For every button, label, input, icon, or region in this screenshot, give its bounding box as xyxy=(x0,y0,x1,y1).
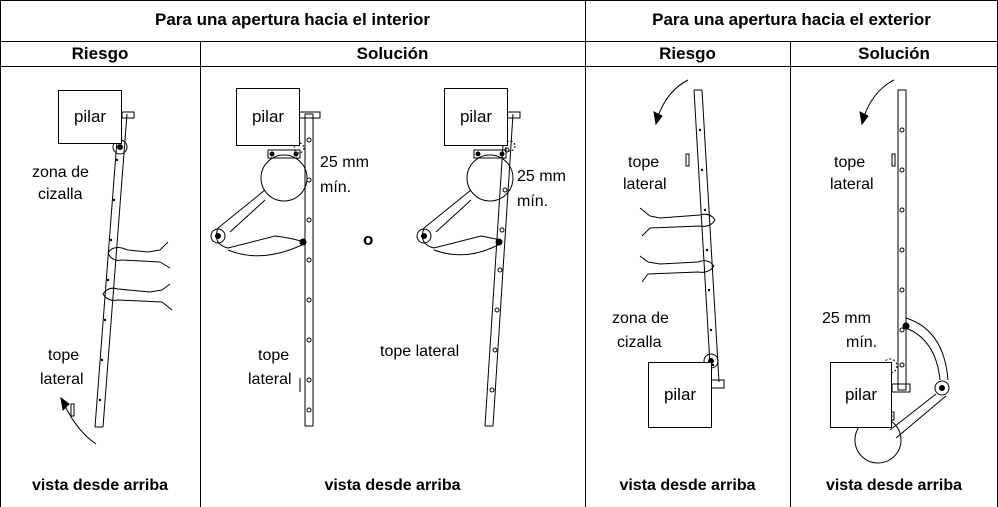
shear-zone-label-line2: cizalla xyxy=(617,334,662,351)
clearance-label-line2: mín. xyxy=(517,193,549,210)
clearance-label-line2: mín. xyxy=(846,334,878,351)
side-stop-label: tope lateral xyxy=(380,343,460,360)
footer-view-label: vista desde arriba xyxy=(31,477,169,494)
side-stop-label-line2: lateral xyxy=(40,371,84,388)
clearance-label-line1: 25 mm xyxy=(320,154,369,171)
side-stop-label-line2: lateral xyxy=(830,176,874,193)
shear-zone-label-line1: zona de xyxy=(612,310,669,327)
subheader-exterior-solucion: Solución xyxy=(858,44,930,63)
clearance-label-line1: 25 mm xyxy=(517,168,566,185)
clearance-label-line2: mín. xyxy=(320,179,352,196)
header-interior: Para una apertura hacia el interior xyxy=(155,10,430,29)
pillar-box: pilar xyxy=(236,88,300,146)
footer-view-label: vista desde arriba xyxy=(825,477,963,494)
footer-view-label: vista desde arriba xyxy=(619,477,756,494)
or-label: o xyxy=(363,230,374,249)
pillar-box: pilar xyxy=(58,90,122,144)
pillar-box: pilar xyxy=(648,362,712,428)
side-stop-label-line2: lateral xyxy=(623,176,667,193)
footer-view-label: vista desde arriba xyxy=(324,477,461,494)
pillar-box: pilar xyxy=(444,88,508,146)
side-stop-label-line1: tope xyxy=(834,154,866,171)
pillar-box: pilar xyxy=(830,362,892,428)
subheader-exterior-riesgo: Riesgo xyxy=(659,44,716,63)
panel1-drawing xyxy=(60,111,173,445)
side-stop-label-line1: tope xyxy=(258,347,290,364)
subheader-interior-solucion: Solución xyxy=(356,44,429,63)
side-stop-label-line2: lateral xyxy=(248,371,292,388)
shear-zone-label-line2: cizalla xyxy=(38,186,83,203)
side-stop-label-line1: tope xyxy=(628,154,660,171)
subheader-interior-riesgo: Riesgo xyxy=(71,44,129,63)
side-stop-label-line1: tope xyxy=(48,347,80,364)
clearance-label-line1: 25 mm xyxy=(822,310,871,327)
panel2-drawing xyxy=(210,111,521,427)
shear-zone-label-line1: zona de xyxy=(32,164,89,181)
header-exterior: Para una apertura hacia el exterior xyxy=(652,10,931,29)
